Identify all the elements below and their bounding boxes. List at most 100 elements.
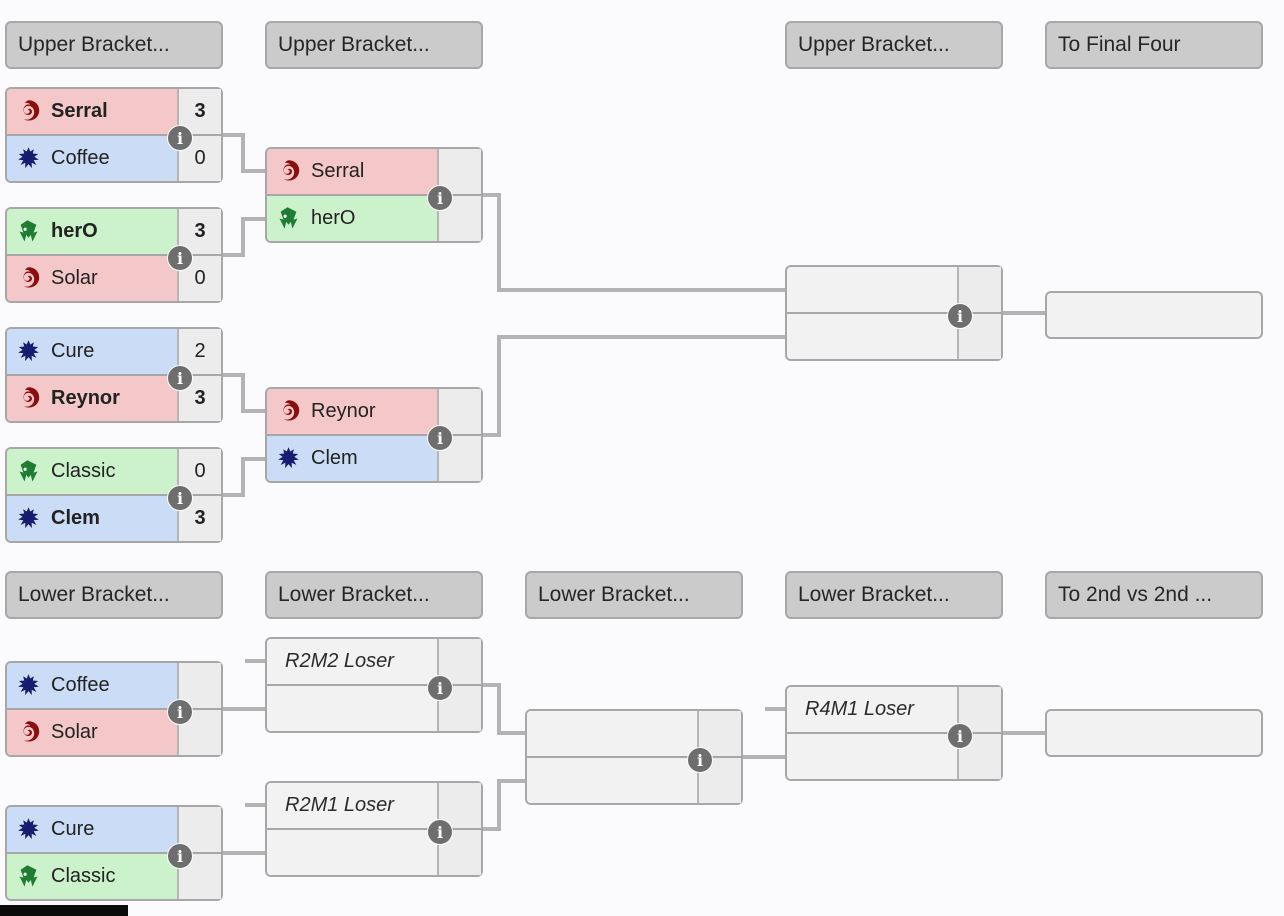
info-icon[interactable]: i — [427, 185, 453, 211]
info-icon[interactable]: i — [427, 675, 453, 701]
player-cell[interactable]: Coffee — [7, 663, 177, 708]
connector-line — [497, 779, 525, 783]
zerg-icon — [15, 719, 42, 746]
score-cell — [957, 314, 1001, 359]
info-icon[interactable]: i — [167, 125, 193, 151]
connector-line — [483, 683, 499, 687]
info-icon[interactable]: i — [167, 245, 193, 271]
connector-line — [241, 169, 265, 173]
info-glyph: i — [956, 306, 964, 326]
player-name: herO — [311, 207, 356, 229]
player-cell[interactable]: Classic — [7, 854, 177, 899]
player-cell[interactable]: herO — [267, 196, 437, 241]
zerg-icon — [15, 385, 42, 412]
player-cell[interactable]: Classic — [7, 449, 177, 494]
info-icon[interactable]: i — [687, 747, 713, 773]
match-ub-final: i — [785, 265, 1003, 361]
player-cell[interactable]: Reynor — [7, 376, 177, 421]
player-name: Solar — [51, 267, 98, 289]
connector-line — [245, 803, 265, 807]
header-label: Lower Bracket... — [278, 583, 430, 606]
player-cell[interactable] — [787, 734, 957, 779]
connector-line — [241, 217, 245, 257]
player-cell[interactable]: Reynor — [267, 389, 437, 434]
player-cell[interactable]: Solar — [7, 256, 177, 301]
info-glyph: i — [436, 822, 444, 842]
match-ub-r1m1: Serral 3 Coffee 0 i — [5, 87, 223, 183]
connector-line — [497, 731, 525, 735]
info-icon[interactable]: i — [427, 425, 453, 451]
player-cell[interactable]: Cure — [7, 807, 177, 852]
score-value: 0 — [194, 147, 206, 169]
header-to-2nd-vs-2nd: To 2nd vs 2nd ... — [1045, 571, 1263, 619]
player-cell[interactable]: Solar — [7, 710, 177, 755]
info-icon[interactable]: i — [167, 699, 193, 725]
player-cell[interactable] — [527, 758, 697, 803]
terran-icon — [15, 505, 42, 532]
info-icon[interactable]: i — [167, 843, 193, 869]
player-cell[interactable] — [267, 686, 437, 731]
info-glyph: i — [436, 678, 444, 698]
player-cell[interactable]: Coffee — [7, 136, 177, 181]
header-lower-bracket-r1: Lower Bracket... — [5, 571, 223, 619]
player-cell[interactable]: R2M1 Loser — [267, 783, 437, 828]
protoss-icon — [15, 458, 42, 485]
placeholder-name: R2M1 Loser — [285, 794, 394, 816]
player-cell[interactable] — [787, 314, 957, 359]
player-name: Classic — [51, 460, 116, 482]
player-cell[interactable]: R4M1 Loser — [787, 687, 957, 732]
player-cell[interactable]: Cure — [7, 329, 177, 374]
connector-line — [241, 409, 265, 413]
connector-line — [241, 133, 245, 173]
match-ub-r1m3: Cure 2 Reynor 3 i — [5, 327, 223, 423]
info-glyph: i — [176, 248, 184, 268]
info-icon[interactable]: i — [427, 819, 453, 845]
connector-line — [241, 457, 265, 461]
connector-line — [241, 373, 245, 413]
player-cell[interactable] — [267, 830, 437, 875]
info-icon[interactable]: i — [167, 365, 193, 391]
header-label: To 2nd vs 2nd ... — [1058, 583, 1213, 606]
player-name: Reynor — [311, 400, 376, 422]
player-cell[interactable]: Clem — [267, 436, 437, 481]
connector-line — [497, 335, 785, 339]
player-name: Cure — [51, 818, 95, 840]
match-lb-r2m2: R2M1 Loser i — [265, 781, 483, 877]
player-cell[interactable]: Clem — [7, 496, 177, 541]
player-name: Coffee — [51, 147, 110, 169]
info-glyph: i — [436, 428, 444, 448]
header-lower-bracket-r4: Lower Bracket... — [785, 571, 1003, 619]
bottom-edge-bar — [0, 905, 128, 916]
match-lb-r4m1: R4M1 Loser i — [785, 685, 1003, 781]
player-cell[interactable]: R2M2 Loser — [267, 639, 437, 684]
zerg-icon — [275, 398, 302, 425]
match-lb-r1m1: Coffee Solar i — [5, 661, 223, 757]
connector-line — [1003, 731, 1045, 735]
slot-to-2nd-vs-2nd — [1045, 709, 1263, 757]
info-icon[interactable]: i — [167, 485, 193, 511]
header-label: Lower Bracket... — [538, 583, 690, 606]
connector-line — [241, 217, 265, 221]
player-name: Cure — [51, 340, 95, 362]
player-cell[interactable]: herO — [7, 209, 177, 254]
info-icon[interactable]: i — [947, 723, 973, 749]
protoss-icon — [15, 863, 42, 890]
connector-line — [497, 335, 501, 437]
player-cell[interactable] — [527, 711, 697, 756]
match-ub-r1m4: Classic 0 Clem 3 i — [5, 447, 223, 543]
match-ub-r1m2: herO 3 Solar 0 i — [5, 207, 223, 303]
slot-to-final-four — [1045, 291, 1263, 339]
info-glyph: i — [176, 488, 184, 508]
header-upper-bracket-r2: Upper Bracket... — [265, 21, 483, 69]
player-cell[interactable]: Serral — [267, 149, 437, 194]
player-cell[interactable]: Serral — [7, 89, 177, 134]
connector-line — [223, 707, 265, 711]
terran-icon — [275, 445, 302, 472]
player-cell[interactable] — [787, 267, 957, 312]
connector-line — [483, 827, 499, 831]
score-value: 0 — [194, 267, 206, 289]
connector-line — [223, 851, 265, 855]
placeholder-name: R4M1 Loser — [805, 698, 914, 720]
info-icon[interactable]: i — [947, 303, 973, 329]
